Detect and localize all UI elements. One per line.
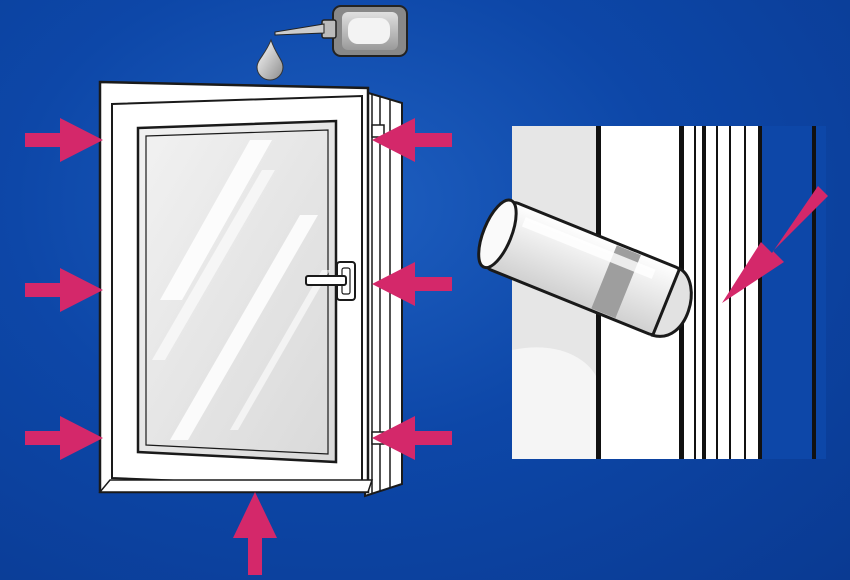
window-glass (136, 119, 338, 464)
arrow-right-top (372, 118, 452, 162)
oil-dispenser-icon (274, 5, 408, 57)
lubricant-stick-icon (477, 198, 693, 338)
arrow-left-bottom (25, 416, 103, 460)
window-handle-icon (305, 261, 356, 301)
arrow-bottom (233, 492, 277, 575)
arrow-right-middle (372, 262, 452, 306)
arrow-detail (722, 186, 828, 303)
arrow-left-top (25, 118, 103, 162)
arrow-right-bottom (372, 416, 452, 460)
arrow-left-middle (25, 268, 103, 312)
window-illustration (98, 80, 403, 498)
oil-drop-icon (256, 38, 284, 81)
